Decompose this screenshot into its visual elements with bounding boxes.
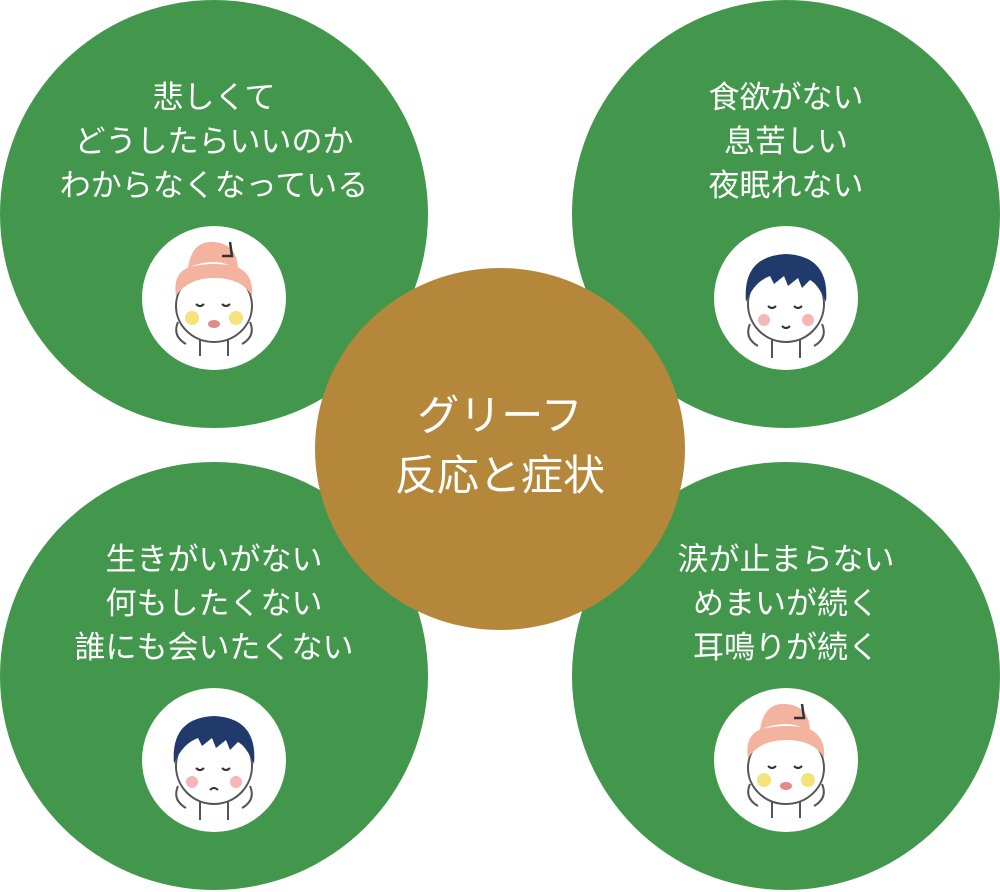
- symptom-line: 息苦しい: [724, 124, 848, 160]
- symptom-line: わからなくなっている: [59, 168, 369, 204]
- symptom-line: 生きがいがない: [105, 542, 323, 578]
- symptom-text-bottom-left: 生きがいがない 何もしたくない 誰にも会いたくない: [0, 538, 428, 670]
- symptom-text-bottom-right: 涙が止まらない めまいが続く 耳鳴りが続く: [572, 538, 1000, 670]
- symptom-line: 夜眠れない: [708, 168, 864, 204]
- symptom-line: 耳鳴りが続く: [693, 630, 879, 666]
- center-title-line: 反応と症状: [394, 451, 605, 500]
- symptom-line: 誰にも会いたくない: [74, 630, 354, 666]
- woman-face-icon: [142, 226, 286, 370]
- center-title: グリーフ 反応と症状: [315, 386, 685, 506]
- symptom-line: 何もしたくない: [105, 586, 323, 622]
- man-face-icon: [714, 226, 858, 370]
- man-face-icon: [142, 688, 286, 832]
- symptom-line: どうしたらいいのか: [74, 124, 354, 160]
- symptom-line: 涙が止まらない: [677, 542, 895, 578]
- symptom-line: 食欲がない: [708, 80, 864, 116]
- symptom-text-top-right: 食欲がない 息苦しい 夜眠れない: [572, 76, 1000, 208]
- symptom-circle-top-left: 悲しくて どうしたらいいのか わからなくなっている: [0, 0, 428, 428]
- woman-face-icon: [714, 688, 858, 832]
- symptom-line: 悲しくて: [152, 80, 276, 116]
- symptom-text-top-left: 悲しくて どうしたらいいのか わからなくなっている: [0, 76, 428, 208]
- center-circle: グリーフ 反応と症状: [315, 268, 685, 630]
- center-title-line: グリーフ: [417, 391, 583, 440]
- symptom-line: めまいが続く: [693, 586, 879, 622]
